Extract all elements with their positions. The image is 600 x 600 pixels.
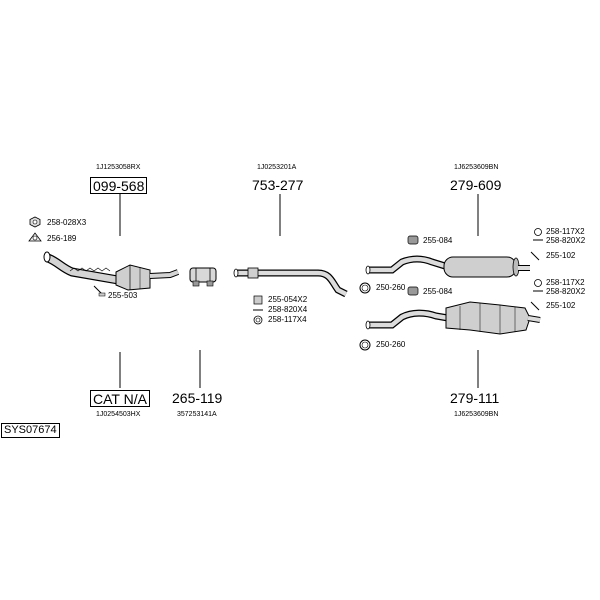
catalyst-part-number[interactable]: CAT N/A — [90, 390, 150, 407]
mid-clamp-label[interactable]: 255-054X2 — [268, 295, 308, 304]
rear-b-part-number[interactable]: 279-111 — [450, 390, 500, 406]
mid-spring-icon — [253, 315, 263, 325]
ra-bolt-label[interactable]: 258-820X2 — [546, 236, 586, 245]
catalyst-pipe-drawing — [43, 251, 119, 285]
rear-a-part-number[interactable]: 279-609 — [450, 177, 502, 193]
middle-pipe-oem: 1J0253201A — [257, 164, 297, 171]
mid-clamp-icon — [253, 295, 263, 305]
rb-spring-label[interactable]: 258-117X2 — [546, 278, 585, 287]
ra-spring-label[interactable]: 258-117X2 — [546, 227, 585, 236]
rear-muffler-b-drawing — [365, 301, 541, 335]
middle-pipe-drawing — [233, 267, 348, 298]
mid-spring-label[interactable]: 258-117X4 — [268, 315, 307, 324]
ra-hanger-icon — [530, 251, 540, 261]
rb-rubber-label[interactable]: 255-084 — [423, 287, 453, 296]
rb-ring-label[interactable]: 250-260 — [376, 340, 406, 349]
nut-icon — [29, 216, 41, 228]
rb-hanger-label[interactable]: 255-102 — [546, 301, 576, 310]
ra-rubber-icon — [407, 235, 419, 245]
mid-bolt-label[interactable]: 258-820X4 — [268, 305, 308, 314]
hanger-icon — [93, 285, 106, 297]
ra-rubber-label[interactable]: 255-084 — [423, 236, 453, 245]
ra-spring-icon — [534, 228, 542, 236]
clamp-drawing — [189, 267, 217, 287]
front-hanger-label[interactable]: 255-503 — [108, 291, 138, 300]
rb-bolt-label[interactable]: 258-820X2 — [546, 287, 586, 296]
middle-pipe-part-number[interactable]: 753-277 — [252, 177, 304, 193]
rear-a-oem: 1J6253609BN — [454, 164, 499, 171]
ra-ring-label[interactable]: 250-260 — [376, 283, 406, 292]
rb-spring-icon — [534, 279, 542, 287]
catalyst-pipe-oem: 1J1253058RX — [96, 164, 141, 171]
rear-b-oem: 1J6253609BN — [454, 411, 499, 418]
catalyst-drawing — [115, 264, 180, 291]
rear-muffler-a-drawing — [365, 255, 530, 278]
front-nut-label[interactable]: 258-028X3 — [47, 218, 87, 227]
rb-rubber-icon — [407, 286, 419, 296]
gasket-icon — [28, 232, 42, 242]
clamp-oem: 357253141A — [177, 411, 217, 418]
rb-hanger-icon — [530, 301, 540, 311]
front-gasket-label[interactable]: 256-189 — [47, 234, 77, 243]
ra-ring-icon — [359, 282, 371, 294]
system-code: SYS07674 — [1, 423, 60, 438]
catalyst-pipe-part-number[interactable]: 099-568 — [90, 177, 148, 194]
catalyst-oem: 1J0254503HX — [96, 411, 141, 418]
ra-hanger-label[interactable]: 255-102 — [546, 251, 576, 260]
rb-ring-icon — [359, 339, 371, 351]
leader-lines — [119, 194, 479, 388]
clamp-part-number[interactable]: 265-119 — [172, 390, 223, 406]
